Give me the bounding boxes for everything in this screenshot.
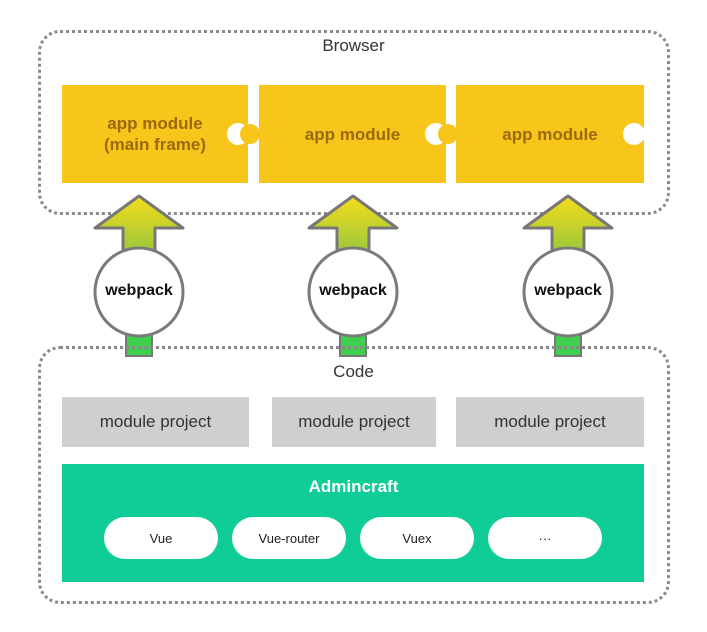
module-project-2: module project — [272, 397, 436, 447]
code-title: Code — [333, 362, 374, 381]
app-module-label: app module — [304, 124, 401, 144]
connector-socket — [623, 123, 645, 145]
webpack-label-2: webpack — [319, 282, 387, 299]
module-project-1: module project — [62, 397, 249, 447]
app-module-label: app module — [502, 124, 598, 144]
webpack-circle — [93, 246, 185, 338]
app-module-2: app module — [259, 85, 446, 183]
webpack-arrow-1 — [93, 194, 185, 357]
app-module-label: app module — [107, 114, 203, 133]
lib-vue-router: Vue-router — [232, 517, 346, 559]
code-container — [38, 346, 670, 604]
webpack-arrow-2 — [307, 194, 399, 357]
connector-knob — [240, 124, 260, 144]
app-module-sublabel: (main frame) — [103, 135, 207, 154]
app-module-3: app module — [456, 85, 644, 183]
webpack-arrow-3 — [522, 194, 614, 357]
browser-title: Browser — [322, 36, 385, 55]
lib-more: ··· — [488, 517, 602, 559]
module-project-3: module project — [456, 397, 644, 447]
webpack-circle — [307, 246, 399, 338]
webpack-circle — [522, 246, 614, 338]
webpack-label-3: webpack — [534, 282, 602, 299]
lib-vuex: Vuex — [360, 517, 474, 559]
app-module-main-frame: app module (main frame) — [62, 85, 248, 183]
admincraft-title: Admincraft — [308, 477, 399, 496]
webpack-label-1: webpack — [105, 282, 173, 299]
lib-vue: Vue — [104, 517, 218, 559]
connector-knob — [438, 124, 458, 144]
